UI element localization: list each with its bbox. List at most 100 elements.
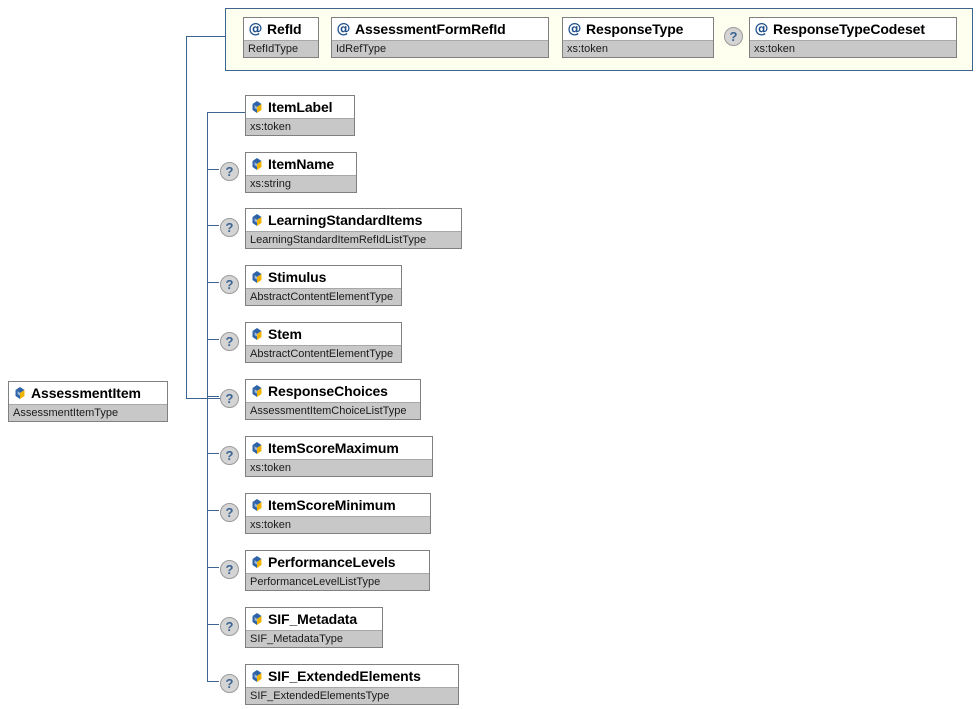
optional-marker-icon: ? bbox=[220, 389, 239, 408]
node-type-label: AbstractContentElementType bbox=[246, 288, 401, 305]
optional-marker-icon: ? bbox=[220, 446, 239, 465]
connector-line bbox=[207, 681, 219, 682]
optional-marker-icon: ? bbox=[220, 617, 239, 636]
node-title: ResponseChoices bbox=[246, 380, 420, 402]
node-name: AssessmentFormRefId bbox=[355, 21, 506, 37]
node-title: PerformanceLevels bbox=[246, 551, 429, 573]
node-type-label: AbstractContentElementType bbox=[246, 345, 401, 362]
node-name: ResponseTypeCodeset bbox=[773, 21, 925, 37]
node-type-label: SIF_ExtendedElementsType bbox=[246, 687, 458, 704]
optional-marker-icon: ? bbox=[220, 674, 239, 693]
element-icon bbox=[250, 157, 264, 171]
element-icon bbox=[250, 213, 264, 227]
attribute-icon: @ bbox=[754, 20, 769, 37]
node-type-label: AssessmentItemChoiceListType bbox=[246, 402, 420, 419]
node-type-label: RefIdType bbox=[244, 40, 318, 57]
node-type-label: SIF_MetadataType bbox=[246, 630, 382, 647]
node-name: Stimulus bbox=[268, 269, 327, 285]
node-name: PerformanceLevels bbox=[268, 554, 396, 570]
optional-marker-icon: ? bbox=[220, 503, 239, 522]
node-title: @RefId bbox=[244, 18, 318, 40]
node-type-label: PerformanceLevelListType bbox=[246, 573, 429, 590]
element-icon bbox=[250, 384, 264, 398]
node-name: SIF_ExtendedElements bbox=[268, 668, 421, 684]
optional-marker-icon: ? bbox=[220, 332, 239, 351]
node-type-label: xs:token bbox=[563, 40, 713, 57]
node-type-label: xs:token bbox=[246, 118, 354, 135]
node-type-label: AssessmentItemType bbox=[9, 404, 167, 421]
element-node[interactable]: ItemScoreMinimum xs:token bbox=[245, 493, 431, 534]
element-icon bbox=[250, 327, 264, 341]
node-name: ResponseChoices bbox=[268, 383, 388, 399]
element-icon bbox=[250, 612, 264, 626]
connector-line bbox=[207, 169, 219, 170]
attribute-icon: @ bbox=[567, 20, 582, 37]
element-node[interactable]: ItemName xs:string bbox=[245, 152, 357, 193]
element-icon bbox=[250, 270, 264, 284]
connector-line bbox=[207, 453, 219, 454]
node-name: ResponseType bbox=[586, 21, 684, 37]
node-type-label: xs:token bbox=[750, 40, 956, 57]
node-name: AssessmentItem bbox=[31, 385, 141, 401]
node-title: Stimulus bbox=[246, 266, 401, 288]
node-title: SIF_Metadata bbox=[246, 608, 382, 630]
node-name: SIF_Metadata bbox=[268, 611, 358, 627]
connector-line bbox=[207, 282, 219, 283]
optional-marker-icon: ? bbox=[220, 560, 239, 579]
optional-marker-icon: ? bbox=[220, 162, 239, 181]
attribute-icon: @ bbox=[336, 20, 351, 37]
element-icon bbox=[13, 386, 27, 400]
connector-line bbox=[207, 624, 219, 625]
connector-line bbox=[186, 398, 227, 399]
node-title: AssessmentItem bbox=[9, 382, 167, 404]
attribute-node[interactable]: @ResponseType xs:token bbox=[562, 17, 714, 58]
node-type-label: LearningStandardItemRefIdListType bbox=[246, 231, 461, 248]
node-name: RefId bbox=[267, 21, 302, 37]
node-name: LearningStandardItems bbox=[268, 212, 423, 228]
element-icon bbox=[250, 441, 264, 455]
node-name: ItemScoreMaximum bbox=[268, 440, 399, 456]
node-name: Stem bbox=[268, 326, 302, 342]
node-title: ItemLabel bbox=[246, 96, 354, 118]
node-name: ItemScoreMinimum bbox=[268, 497, 396, 513]
node-title: ItemScoreMinimum bbox=[246, 494, 430, 516]
element-icon bbox=[250, 498, 264, 512]
optional-marker-icon: ? bbox=[220, 275, 239, 294]
node-type-label: IdRefType bbox=[332, 40, 548, 57]
connector-line bbox=[207, 396, 219, 397]
node-type-label: xs:string bbox=[246, 175, 356, 192]
node-type-label: xs:token bbox=[246, 459, 432, 476]
node-title: @ResponseTypeCodeset bbox=[750, 18, 956, 40]
connector-line bbox=[207, 112, 245, 113]
attribute-icon: @ bbox=[248, 20, 263, 37]
connector-line bbox=[207, 339, 219, 340]
node-title: LearningStandardItems bbox=[246, 209, 461, 231]
node-title: ItemName bbox=[246, 153, 356, 175]
optional-marker-icon: ? bbox=[724, 27, 743, 46]
element-node[interactable]: ItemScoreMaximum xs:token bbox=[245, 436, 433, 477]
connector-line bbox=[186, 36, 187, 398]
node-title: Stem bbox=[246, 323, 401, 345]
node-name: ItemName bbox=[268, 156, 335, 172]
node-type-label: xs:token bbox=[246, 516, 430, 533]
node-title: @AssessmentFormRefId bbox=[332, 18, 548, 40]
connector-line bbox=[207, 510, 219, 511]
optional-marker-icon: ? bbox=[220, 218, 239, 237]
connector-line bbox=[186, 36, 225, 37]
node-title: ItemScoreMaximum bbox=[246, 437, 432, 459]
element-icon bbox=[250, 555, 264, 569]
node-title: SIF_ExtendedElements bbox=[246, 665, 458, 687]
